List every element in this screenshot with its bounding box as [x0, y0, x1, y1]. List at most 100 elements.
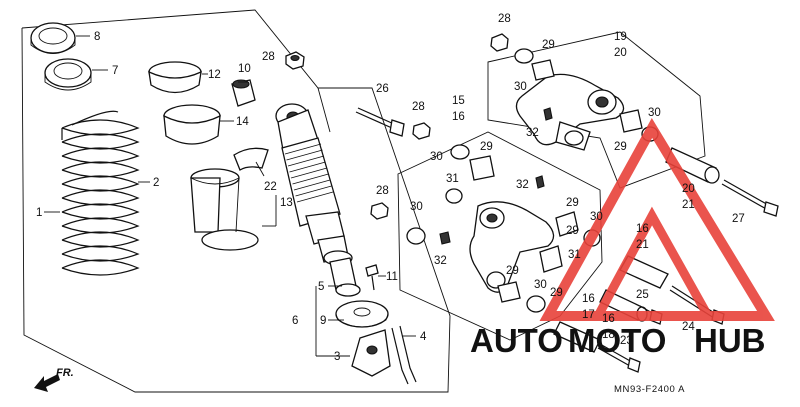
- damper-ring: [289, 161, 326, 173]
- label-29-c: 29: [480, 141, 493, 153]
- hose-part-4: [391, 325, 417, 385]
- bolt-part-23: [597, 343, 641, 373]
- stopper-plate-part-9: [335, 300, 389, 328]
- watermark-moto: MOTO: [568, 322, 666, 359]
- watermark-logo: [539, 118, 775, 321]
- label-28-d: 28: [498, 13, 511, 25]
- nut-part-28-mid: [412, 122, 431, 140]
- spring-coil: [61, 133, 140, 150]
- label-25: 25: [636, 289, 649, 301]
- spring-coil: [61, 147, 140, 164]
- label-10: 10: [238, 63, 251, 75]
- label-29-d: 29: [566, 197, 579, 209]
- label-16-a: 16: [452, 111, 465, 123]
- arm-bushings: [406, 144, 601, 313]
- label-16-d: 16: [602, 313, 615, 325]
- collar-part-22: [233, 147, 269, 171]
- label-20-a: 20: [614, 47, 627, 59]
- damper-ring: [290, 167, 328, 179]
- dust-cover-part-13: [190, 168, 259, 251]
- pin-part-lower: [553, 321, 601, 353]
- label-29-b: 29: [614, 141, 627, 153]
- watermark-text: AUTO MOTO HUB: [470, 322, 766, 359]
- label-14: 14: [236, 116, 249, 128]
- label-30-b: 30: [648, 107, 661, 119]
- label-2: 2: [153, 177, 159, 189]
- front-arrow-icon: [34, 374, 60, 392]
- label-18: 18: [602, 329, 615, 341]
- label-20-b: 20: [682, 183, 695, 195]
- label-11: 11: [386, 271, 398, 283]
- arm-frame: [397, 131, 603, 341]
- nut-part-28-top-left: [285, 51, 305, 70]
- label-6: 6: [292, 315, 298, 327]
- label-21-a: 21: [682, 199, 695, 211]
- label-23: 23: [620, 335, 633, 347]
- label-8: 8: [94, 31, 100, 43]
- damper-ring: [295, 185, 332, 197]
- label-21-b: 21: [636, 239, 649, 251]
- spring-part-2: [61, 110, 140, 276]
- spring-coil: [61, 259, 140, 276]
- damper-ring: [292, 173, 329, 185]
- damper-ring: [286, 149, 323, 161]
- label-29-f: 29: [506, 265, 519, 277]
- spring-coil: [61, 231, 140, 248]
- label-31-b: 31: [568, 249, 581, 261]
- nut-part-28-top-right: [490, 33, 509, 52]
- label-5: 5: [318, 281, 324, 293]
- label-28-c: 28: [376, 185, 389, 197]
- screw-part-11: [365, 264, 379, 291]
- label-7: 7: [112, 65, 118, 77]
- watermark-auto: AUTO: [470, 322, 563, 359]
- label-29-a: 29: [542, 39, 555, 51]
- label-13: 13: [280, 197, 293, 209]
- label-28-a: 28: [262, 51, 275, 63]
- label-32-b: 32: [516, 179, 529, 191]
- spring-coil: [61, 119, 140, 136]
- shock-arm: [469, 201, 555, 293]
- label-16-c: 16: [582, 293, 595, 305]
- label-9: 9: [320, 315, 326, 327]
- diagram-code: MN93-F2400 A: [614, 384, 685, 395]
- label-16-b: 16: [636, 223, 649, 235]
- damper-ring: [293, 179, 331, 191]
- part-labels: 8 7 1 2 12 14 13 22 10 28 26 28 28 28 11…: [36, 13, 745, 395]
- label-4: 4: [420, 331, 427, 343]
- spring-coil: [61, 245, 140, 262]
- spring-coil: [61, 175, 140, 192]
- label-27: 27: [732, 213, 745, 225]
- damper-ring: [287, 155, 325, 167]
- bushing-part-10: [231, 79, 256, 107]
- bolt-part-26: [355, 107, 405, 137]
- label-19: 19: [614, 31, 627, 43]
- shock-absorber: [275, 103, 361, 297]
- spring-coil: [61, 217, 140, 234]
- label-12: 12: [208, 69, 221, 81]
- grease-fitting-part-32-upper: [543, 107, 553, 121]
- label-17: 17: [582, 309, 595, 321]
- label-29-e: 29: [566, 225, 579, 237]
- clamp-part-3: [351, 329, 391, 377]
- label-1: 1: [36, 207, 42, 219]
- linkage-frame: [487, 31, 706, 189]
- damper-ring: [296, 191, 334, 203]
- label-30-f: 30: [534, 279, 547, 291]
- leader-lines: [44, 35, 416, 357]
- label-3: 3: [334, 351, 340, 363]
- front-marker-label: FR.: [56, 367, 74, 379]
- spring-seat-part-14: [163, 104, 221, 145]
- spring-coil: [61, 161, 140, 178]
- pin-part-20-21: [665, 147, 720, 184]
- spring-coil: [61, 203, 140, 220]
- lock-nut-part-7: [44, 58, 92, 91]
- label-22: 22: [264, 181, 277, 193]
- shock-link-part-19-20: [515, 73, 625, 151]
- lock-nut-part-8: [30, 22, 76, 54]
- nut-part-28-lower: [370, 202, 389, 220]
- label-26: 26: [376, 83, 389, 95]
- spring-seat-part-12: [148, 61, 202, 94]
- damper-ring: [284, 143, 322, 155]
- label-29-g: 29: [550, 287, 563, 299]
